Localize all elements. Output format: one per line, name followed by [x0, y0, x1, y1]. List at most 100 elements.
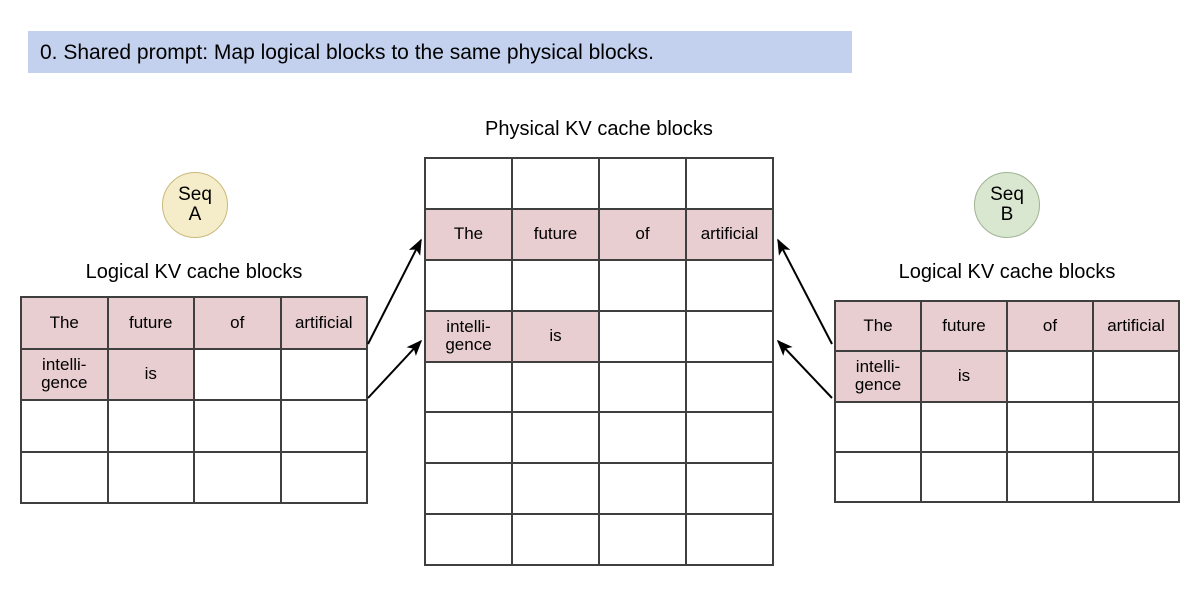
kv-block-cell: [836, 452, 922, 503]
kv-block-cell: [426, 464, 513, 516]
kv-block-cell: [195, 401, 282, 453]
kv-block-cell: is: [513, 311, 600, 363]
kv-block-token: artificial: [700, 224, 759, 244]
kv-block-cell: [195, 452, 282, 504]
kv-block-cell: intelli-gence: [426, 311, 513, 363]
kv-block-token: future: [942, 315, 986, 335]
kv-block-cell: [281, 452, 368, 504]
kv-block-cell: of: [195, 298, 282, 350]
kv-block-cell: [426, 515, 513, 566]
kv-block-token: of: [1042, 315, 1058, 335]
kv-block-cell: [1008, 352, 1094, 403]
arrow-b-row2-to-physical-row4: [776, 339, 833, 399]
kv-block-token: The: [453, 224, 484, 244]
kv-block-cell: [22, 452, 109, 504]
seq-b-badge: Seq B: [974, 172, 1040, 238]
kv-block-token: The: [863, 315, 893, 335]
kv-block-cell: [600, 362, 687, 414]
kv-block-cell: future: [513, 209, 600, 261]
kv-block-token: intelli-: [42, 354, 87, 374]
kv-block-cell: [687, 515, 774, 566]
kv-block-token: of: [635, 224, 650, 244]
kv-block-cell: intelli-gence: [22, 349, 109, 401]
caption-logical-blocks-a: Logical KV cache blocks: [85, 261, 303, 283]
seq-b-label-line2: B: [1000, 204, 1014, 225]
kv-block-cell: [1094, 402, 1180, 453]
kv-block-token: future: [129, 312, 173, 332]
seq-a-badge: Seq A: [162, 172, 228, 238]
kv-block-cell: The: [426, 209, 513, 261]
kv-block-cell: [426, 413, 513, 465]
arrow-b-row1-to-physical-row2: [777, 238, 833, 345]
kv-block-cell: [600, 413, 687, 465]
kv-block-token: future: [533, 224, 578, 244]
kv-block-cell: future: [108, 298, 195, 350]
kv-block-token: The: [49, 312, 79, 332]
kv-block-cell: [687, 464, 774, 516]
kv-block-token: gence: [41, 373, 88, 393]
kv-block-cell: [513, 159, 600, 210]
kv-block-cell: [600, 159, 687, 210]
kv-block-token: is: [549, 325, 562, 345]
caption-physical-blocks: Physical KV cache blocks: [485, 118, 713, 140]
kv-block-cell: of: [1008, 302, 1094, 353]
kv-block-token: of: [230, 312, 245, 332]
kv-block-token: is: [957, 366, 971, 386]
kv-block-cell: [922, 452, 1008, 503]
kv-block-cell: [281, 349, 368, 401]
kv-block-cell: [108, 401, 195, 453]
kv-block-cell: [513, 515, 600, 566]
kv-block-cell: [426, 362, 513, 414]
kv-block-token: artificial: [294, 312, 353, 332]
kv-block-token: artificial: [1107, 315, 1165, 335]
kv-block-cell: [600, 464, 687, 516]
physical-kv-cache-grid: The future of artificial intelli-gence is: [424, 157, 774, 566]
kv-block-cell: [281, 401, 368, 453]
kv-block-cell: [1008, 452, 1094, 503]
kv-block-cell: [195, 349, 282, 401]
kv-block-cell: [513, 464, 600, 516]
kv-block-cell: [426, 159, 513, 210]
caption-logical-blocks-b: Logical KV cache blocks: [898, 261, 1116, 283]
seq-b-label-line1: Seq: [990, 184, 1024, 206]
kv-block-cell: [513, 362, 600, 414]
arrow-a-row1-to-physical-row2: [367, 238, 422, 345]
kv-block-cell: [687, 413, 774, 465]
kv-block-cell: [108, 452, 195, 504]
kv-block-cell: [687, 260, 774, 312]
prompt-banner: 0. Shared prompt: Map logical blocks to …: [28, 31, 852, 73]
kv-block-token: is: [144, 364, 157, 384]
kv-block-cell: [1094, 352, 1180, 403]
seq-a-label-line2: A: [188, 204, 202, 225]
kv-block-cell: [687, 159, 774, 210]
kv-block-cell: artificial: [1094, 302, 1180, 353]
kv-block-token: intelli-: [855, 357, 901, 377]
arrow-a-row2-to-physical-row4: [367, 339, 423, 399]
kv-block-cell: The: [836, 302, 922, 353]
kv-block-cell: The: [22, 298, 109, 350]
kv-block-cell: artificial: [687, 209, 774, 261]
kv-block-cell: is: [922, 352, 1008, 403]
kv-block-cell: [687, 362, 774, 414]
kv-block-token: gence: [445, 335, 492, 355]
logical-kv-cache-grid-b: The future of artificial intelli-gence is: [834, 300, 1180, 503]
kv-block-cell: [1094, 452, 1180, 503]
kv-block-cell: [600, 260, 687, 312]
kv-block-cell: [513, 413, 600, 465]
kv-block-cell: [600, 311, 687, 363]
kv-block-cell: intelli-gence: [836, 352, 922, 403]
kv-block-cell: [600, 515, 687, 566]
seq-a-label-line1: Seq: [178, 184, 212, 206]
kv-block-cell: future: [922, 302, 1008, 353]
kv-block-cell: [22, 401, 109, 453]
prompt-banner-text: 0. Shared prompt: Map logical blocks to …: [40, 40, 654, 64]
logical-kv-cache-grid-a: The future of artificial intelli-gence is: [20, 296, 368, 504]
kv-block-cell: [513, 260, 600, 312]
kv-block-cell: [687, 311, 774, 363]
kv-block-cell: [836, 402, 922, 453]
kv-block-cell: [922, 402, 1008, 453]
kv-block-cell: of: [600, 209, 687, 261]
kv-block-cell: is: [108, 349, 195, 401]
kv-block-token: intelli-: [446, 316, 491, 336]
kv-block-cell: [1008, 402, 1094, 453]
